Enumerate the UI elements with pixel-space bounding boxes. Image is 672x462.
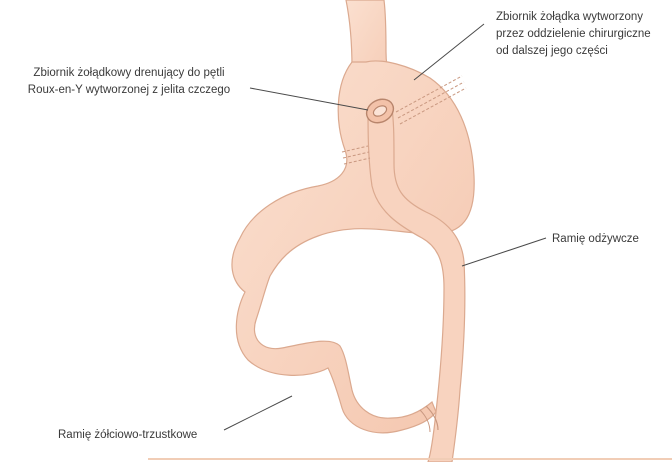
label-drainage-line-1: Zbiornik żołądkowy drenujący do pętli	[6, 65, 252, 82]
label-roux-limb: Ramię odżywcze	[552, 231, 639, 248]
label-drainage: Zbiornik żołądkowy drenujący do pętli Ro…	[6, 65, 252, 99]
label-drainage-line-2: Roux-en-Y wytworzonej z jelita czczego	[6, 82, 252, 99]
label-biliopancreatic-limb: Ramię żółciowo-trzustkowe	[58, 427, 197, 444]
label-gastric-pouch-line-1: Zbiornik żołądka wytworzony	[496, 9, 651, 26]
label-gastric-pouch-line-3: od dalszej jego części	[496, 43, 651, 60]
leader-gastric-pouch	[414, 24, 484, 80]
leader-roux-limb	[462, 238, 546, 266]
leader-biliopancreatic	[224, 396, 292, 430]
label-gastric-pouch-line-2: przez oddzielenie chirurgiczne	[496, 26, 651, 43]
label-gastric-pouch: Zbiornik żołądka wytworzony przez oddzie…	[496, 9, 651, 60]
